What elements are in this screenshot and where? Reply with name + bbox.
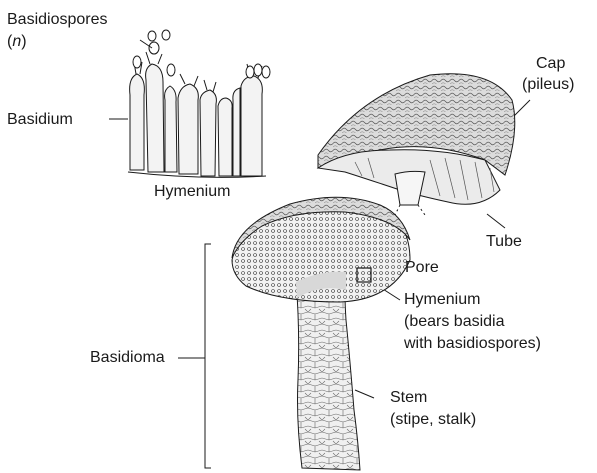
basidium-cell bbox=[241, 76, 262, 176]
basidium-cell bbox=[130, 74, 145, 170]
label-basidiospores-ploidy: (n) bbox=[7, 32, 27, 51]
leader-tube bbox=[487, 214, 505, 228]
label-hymenium-cluster: Hymenium bbox=[154, 182, 230, 201]
hymenium-cluster bbox=[128, 30, 270, 177]
spore-shape bbox=[246, 66, 254, 78]
label-tube: Tube bbox=[486, 232, 522, 251]
label-hymenium-detail: Hymenium bbox=[404, 290, 480, 309]
spore-shape bbox=[133, 56, 141, 68]
basidium-cell bbox=[146, 64, 164, 172]
spore-shape bbox=[262, 66, 270, 78]
spore-shape bbox=[162, 30, 170, 40]
spore-shape bbox=[149, 42, 159, 54]
label-hymenium-detail-line2: (bears basidia bbox=[404, 312, 505, 331]
label-stem: Stem bbox=[390, 388, 427, 407]
label-hymenium-detail-line3: with basidiospores) bbox=[404, 334, 541, 353]
spore-shape bbox=[167, 64, 175, 76]
spore-shape bbox=[148, 31, 156, 41]
label-pore: Pore bbox=[405, 258, 439, 277]
cut-cap bbox=[318, 74, 515, 215]
spore-shape bbox=[254, 64, 262, 76]
main-mushroom bbox=[232, 197, 410, 470]
basidium-cell bbox=[178, 84, 198, 174]
basidium-cell bbox=[200, 90, 216, 176]
label-basidium: Basidium bbox=[7, 110, 73, 129]
basidium-cell bbox=[233, 88, 240, 176]
leader-stem bbox=[355, 390, 374, 398]
label-basidioma: Basidioma bbox=[90, 348, 165, 367]
label-stem-sub: (stipe, stalk) bbox=[390, 410, 476, 429]
basidium-cell bbox=[165, 86, 177, 172]
label-cap-sub: (pileus) bbox=[522, 75, 574, 94]
basidium-cell bbox=[218, 98, 232, 176]
label-basidiospores: Basidiospores bbox=[7, 10, 108, 29]
label-cap: Cap bbox=[536, 54, 565, 73]
basidioma-bracket bbox=[205, 244, 211, 468]
